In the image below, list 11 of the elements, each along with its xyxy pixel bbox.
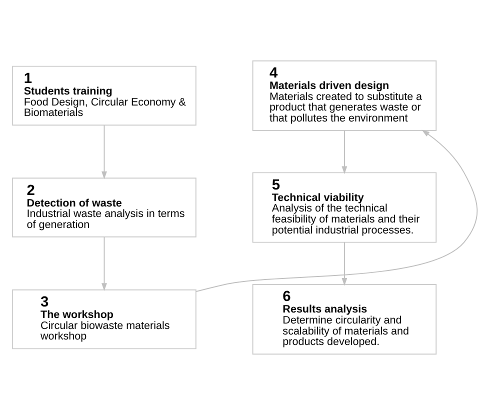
node-box: 6 Results analysis Determine circularity and scalability of materials and products developed. bbox=[252, 283, 437, 354]
arrow bbox=[102, 236, 107, 290]
arrow bbox=[342, 130, 348, 174]
arrow bbox=[102, 124, 107, 179]
arrow bbox=[342, 241, 348, 286]
node-box: 3 The workshop Circular biowaste materials workshop bbox=[12, 288, 196, 349]
node-box: 5 Technical viability Analysis of the technical feasibility of materials and their potential industrial processes. bbox=[252, 172, 437, 242]
node-box: 2 Detection of waste Industrial waste analysis in terms of generation bbox=[12, 177, 196, 237]
node-box: 1 Students training Food Design, Circular Economy & Biomaterials bbox=[12, 65, 196, 126]
node-box: 4 Materials driven design Materials created to substitute a product that generates waste or that pollutes the environment bbox=[252, 60, 437, 131]
arrow bbox=[196, 129, 478, 292]
